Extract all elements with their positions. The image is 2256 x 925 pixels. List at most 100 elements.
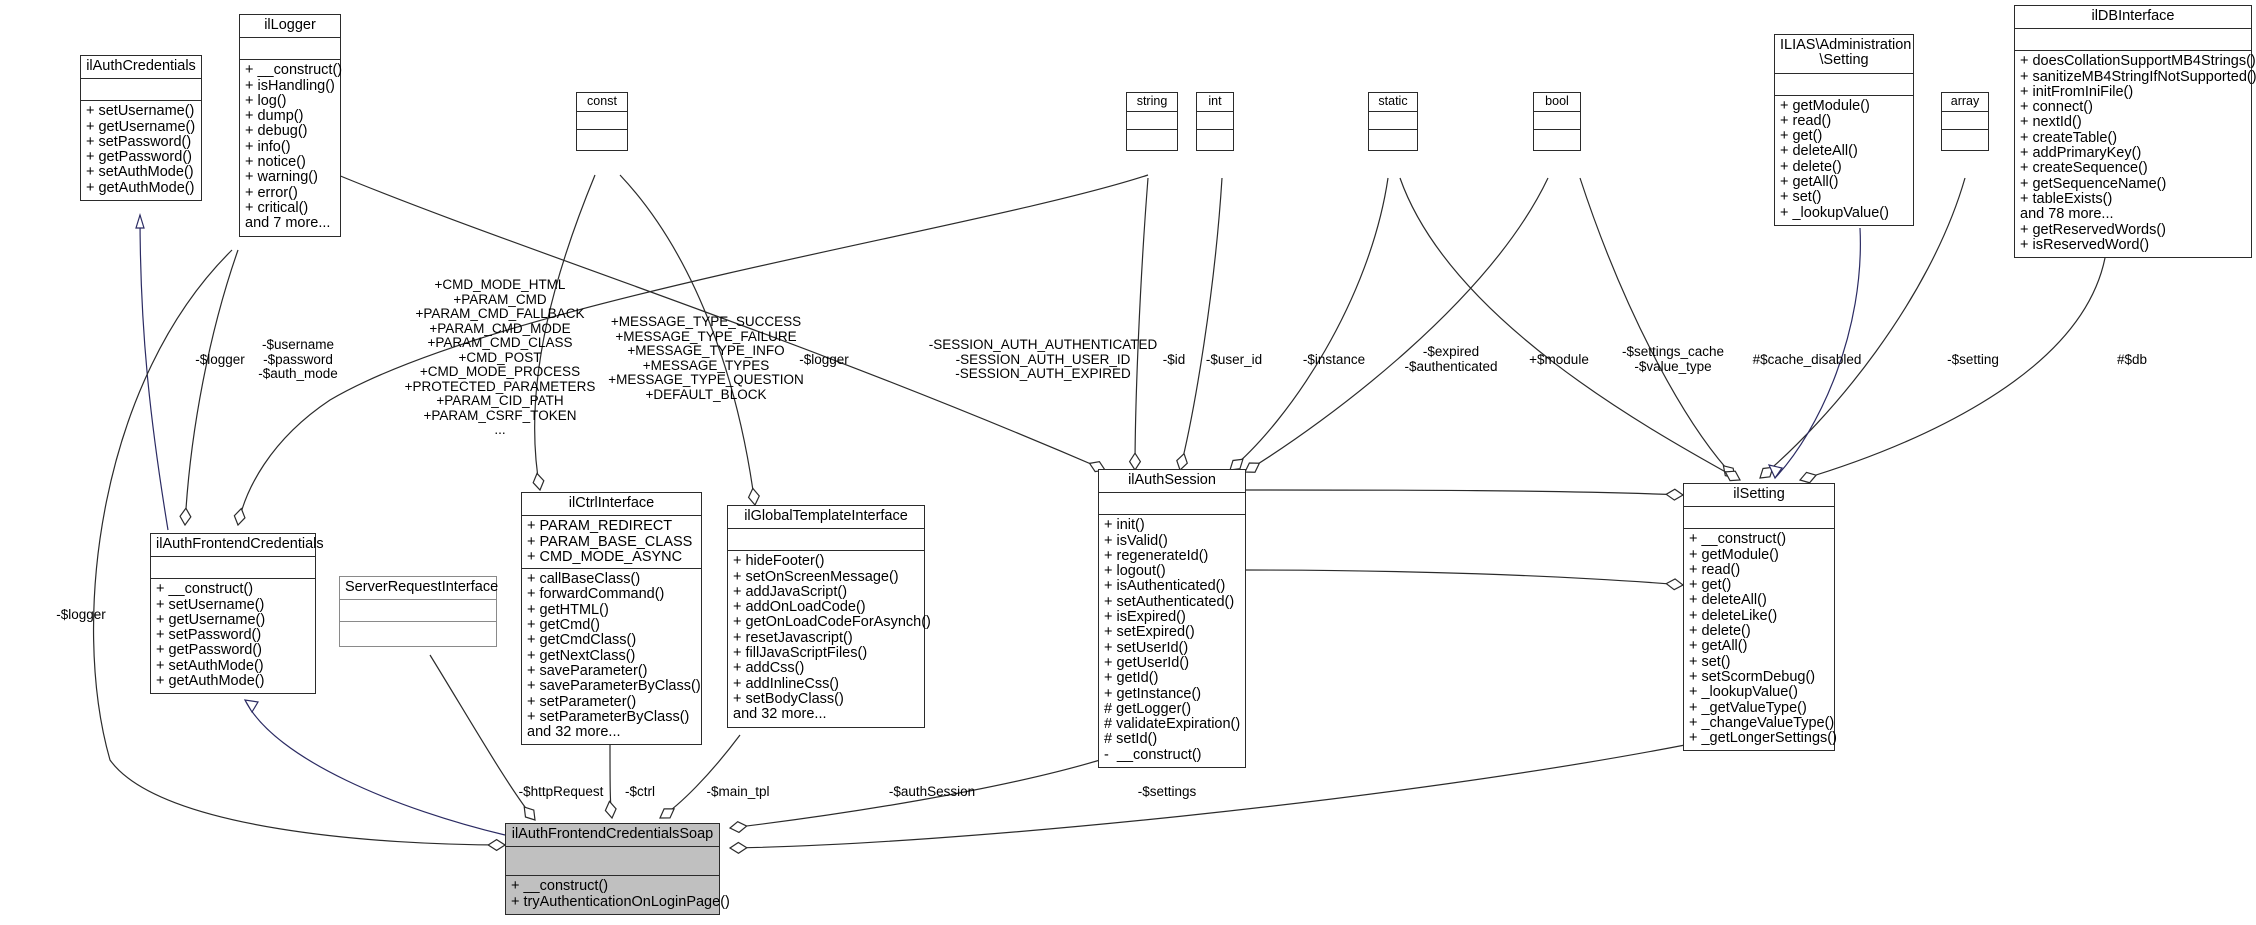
class-attributes <box>2015 29 2251 52</box>
class-title: string <box>1127 93 1177 112</box>
operation-row: + tableExists() <box>2020 190 2113 207</box>
operation-row: + setParameterByClass() <box>527 708 690 725</box>
operation-row: + get() <box>1689 577 1732 594</box>
class-box-ilAuthFrontendCredentialsSoap[interactable]: ilAuthFrontendCredentialsSoap + __constr… <box>505 823 730 915</box>
class-title: ilAuthCredentials <box>81 56 201 80</box>
operation-row: + delete() <box>1689 623 1751 640</box>
edge-label-user-id: -$user_id <box>1205 352 1263 367</box>
class-box-ServerRequestInterface[interactable]: ServerRequestInterface <box>339 576 498 648</box>
operation-row: + __construct() <box>245 62 343 79</box>
operation-row: + setScormDebug() <box>1689 668 1816 685</box>
class-title: ilSetting <box>1684 484 1834 508</box>
class-operations <box>1127 130 1177 150</box>
operation-row: + delete() <box>1780 158 1842 175</box>
class-operations <box>1369 130 1417 150</box>
operation-row: + tryAuthenticationOnLoginPage() <box>511 893 730 910</box>
operation-row: + getId() <box>1104 670 1159 687</box>
operation-row: + getUserId() <box>1104 654 1190 671</box>
operation-row: and 78 more... <box>2020 206 2114 223</box>
edge-label-message-types: +MESSAGE_TYPE_SUCCESS +MESSAGE_TYPE_FAIL… <box>608 314 804 402</box>
class-box-administration-setting[interactable]: ILIAS\Administration \Setting + getModul… <box>1774 34 1914 226</box>
class-operations <box>340 622 496 646</box>
class-box-ilSetting[interactable]: ilSetting + __construct() + getModule() … <box>1683 483 1837 752</box>
class-operations: + __construct() + setUsername() + getUse… <box>151 579 315 693</box>
operation-row: + error() <box>245 184 298 201</box>
operation-row: + saveParameter() <box>527 662 648 679</box>
attribute-row: + PARAM_REDIRECT <box>527 518 673 535</box>
operation-row: + info() <box>245 138 291 155</box>
edge-label-expired-authenticated: -$expired -$authenticated <box>1404 344 1498 374</box>
operation-row: + getCmdClass() <box>527 632 637 649</box>
operation-row: + resetJavascript() <box>733 629 853 646</box>
class-box-ilAuthFrontendCredentials[interactable]: ilAuthFrontendCredentials + __construct(… <box>150 533 324 695</box>
class-attributes <box>1099 493 1245 516</box>
class-attributes <box>240 38 340 61</box>
operation-row: and 32 more... <box>733 706 827 723</box>
class-box-ilAuthSession[interactable]: ilAuthSession + init() + isValid() + reg… <box>1098 469 1246 769</box>
operation-row: # setId() <box>1104 731 1158 748</box>
operation-row: + addPrimaryKey() <box>2020 145 2142 162</box>
operation-row: + debug() <box>245 123 308 140</box>
edge-label-instance: -$instance <box>1302 352 1366 367</box>
operation-row: + setUserId() <box>1104 639 1189 656</box>
operation-row: + setAuthMode() <box>86 164 194 181</box>
edge-label-main-tpl: -$main_tpl <box>706 784 770 799</box>
class-title: ilAuthFrontendCredentialsSoap <box>506 824 719 848</box>
operation-row: + getModule() <box>1780 97 1870 114</box>
class-box-array[interactable]: array <box>1941 92 1989 151</box>
operation-row: + connect() <box>2020 99 2093 116</box>
class-attributes <box>81 79 201 102</box>
class-operations <box>577 130 627 150</box>
class-box-const[interactable]: const <box>576 92 628 151</box>
operation-row: # getLogger() <box>1104 700 1192 717</box>
operation-row: + getAuthMode() <box>86 179 195 196</box>
operation-row: + createSequence() <box>2020 160 2148 177</box>
operation-row: + addCss() <box>733 660 805 677</box>
class-box-string[interactable]: string <box>1126 92 1178 151</box>
operation-row: + get() <box>1780 128 1823 145</box>
class-box-int[interactable]: int <box>1196 92 1234 151</box>
class-attributes <box>1534 112 1580 130</box>
operation-row: + deleteAll() <box>1780 143 1858 160</box>
class-title: ilAuthSession <box>1099 470 1245 494</box>
class-attributes <box>1127 112 1177 130</box>
operation-row: and 7 more... <box>245 215 331 232</box>
operation-row: + regenerateId() <box>1104 547 1209 564</box>
operation-row: + doesCollationSupportMB4Strings() <box>2020 53 2256 70</box>
class-box-ilLogger[interactable]: ilLogger + __construct() + isHandling() … <box>239 14 343 237</box>
operation-row: + read() <box>1780 112 1832 129</box>
operation-row: + forwardCommand() <box>527 586 665 603</box>
class-attributes <box>1942 112 1988 130</box>
operation-row: + getNextClass() <box>527 647 636 664</box>
class-operations: + getModule() + read() + get() + deleteA… <box>1775 96 1913 225</box>
class-attributes: + PARAM_REDIRECT + PARAM_BASE_CLASS + CM… <box>522 516 701 570</box>
operation-row: + addJavaScript() <box>733 583 848 600</box>
operation-row: + critical() <box>245 199 309 216</box>
class-box-ilAuthCredentials[interactable]: ilAuthCredentials + setUsername() + getU… <box>80 55 202 202</box>
edge-label-setting: -$setting <box>1947 352 1999 367</box>
edge-label-auth-session: -$authSession <box>888 784 976 799</box>
class-box-bool[interactable]: bool <box>1533 92 1581 151</box>
class-box-ilGlobalTemplateInterface[interactable]: ilGlobalTemplateInterface + hideFooter()… <box>727 505 931 728</box>
edge-label-module: +$module <box>1529 352 1589 367</box>
operation-row: + init() <box>1104 517 1145 534</box>
operation-row: # validateExpiration() <box>1104 716 1241 733</box>
operation-row: + dump() <box>245 108 304 125</box>
operation-row: + getAll() <box>1780 174 1839 191</box>
operation-row: + warning() <box>245 169 318 186</box>
class-attributes <box>1369 112 1417 130</box>
edge-label-logger-bottom-left: -$logger <box>56 607 106 622</box>
operation-row: + _getLongerSettings() <box>1689 730 1837 747</box>
class-attributes <box>577 112 627 130</box>
class-box-ilDBInterface[interactable]: ilDBInterface + doesCollationSupportMB4S… <box>2014 5 2256 259</box>
operation-row: + __construct() <box>1689 531 1787 548</box>
operation-row: + isExpired() <box>1104 609 1186 626</box>
operation-row: + _changeValueType() <box>1689 714 1835 731</box>
class-box-static[interactable]: static <box>1368 92 1418 151</box>
class-box-ilCtrlInterface[interactable]: ilCtrlInterface + PARAM_REDIRECT + PARAM… <box>521 492 702 746</box>
class-operations <box>1942 130 1988 150</box>
operation-row: + _lookupValue() <box>1780 204 1889 221</box>
class-attributes <box>1684 507 1834 530</box>
operation-row: + isAuthenticated() <box>1104 578 1226 595</box>
operation-row: + fillJavaScriptFiles() <box>733 645 868 662</box>
